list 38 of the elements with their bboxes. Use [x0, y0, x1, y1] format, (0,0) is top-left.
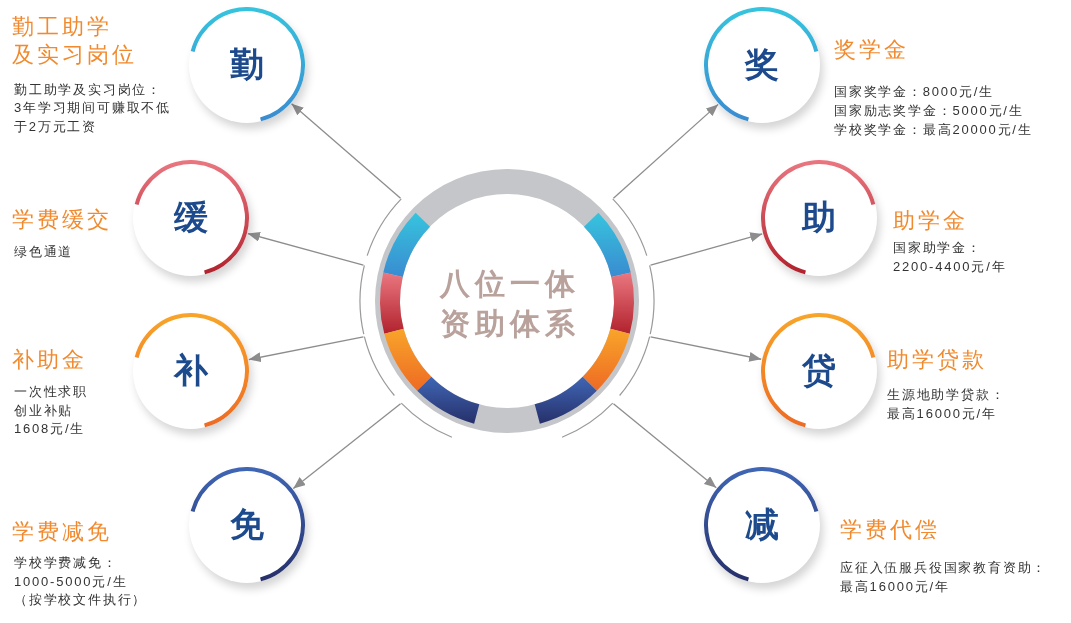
arrow: [649, 336, 762, 362]
section-heading: 奖学金: [834, 36, 910, 64]
description-text: 国家励志奖学金：5000元/生: [834, 102, 1025, 120]
description-text: 3年学习期间可赚取不低于2万元工资: [14, 99, 173, 136]
arrow: [649, 232, 763, 266]
description-text: 一次性求职创业补贴1608元/生: [14, 383, 89, 438]
section-heading: 补助金: [12, 346, 88, 374]
circle-character: 免: [230, 506, 264, 544]
character-badge: [704, 7, 820, 123]
circle-character: 贷: [802, 352, 836, 390]
arrow: [290, 103, 402, 199]
section-heading: 助学金: [893, 207, 969, 235]
description-text: 生源地助学贷款：最高16000元/年: [887, 386, 1007, 423]
hub-title: 八位一体资助体系: [439, 265, 581, 342]
description-text: 绿色通道: [14, 243, 75, 261]
description-text: 应征入伍服兵役国家教育资助：最高16000元/年: [840, 559, 1049, 596]
arrow: [612, 103, 719, 199]
section-heading: 学费减免: [12, 518, 113, 546]
circle-character: 奖: [745, 46, 779, 84]
circle-character: 缓: [174, 199, 208, 237]
section-heading: 学费代偿: [840, 516, 941, 544]
section-heading: 助学贷款: [887, 346, 988, 374]
character-badge: [704, 467, 820, 583]
circle-character: 减: [745, 506, 779, 544]
description-text: 国家奖学金：8000元/生: [834, 83, 995, 101]
description-text: 学校学费减免：1000-5000元/生（按学校文件执行）: [14, 554, 149, 609]
arrow: [292, 403, 402, 490]
section-heading: 学费缓交: [12, 206, 113, 234]
arrow: [247, 231, 365, 266]
arrow: [612, 403, 717, 489]
circle-character: 助: [802, 199, 836, 237]
description-text: 国家助学金：2200-4400元/年: [893, 239, 1008, 276]
description-text: 勤工助学及实习岗位：: [14, 81, 163, 99]
section-heading: 勤工助学及实习岗位: [12, 13, 138, 69]
description-text: 学校奖学金：最高20000元/生: [834, 121, 1034, 139]
arrow: [248, 336, 365, 363]
circle-character: 补: [174, 352, 208, 390]
circle-character: 勤: [230, 46, 264, 84]
